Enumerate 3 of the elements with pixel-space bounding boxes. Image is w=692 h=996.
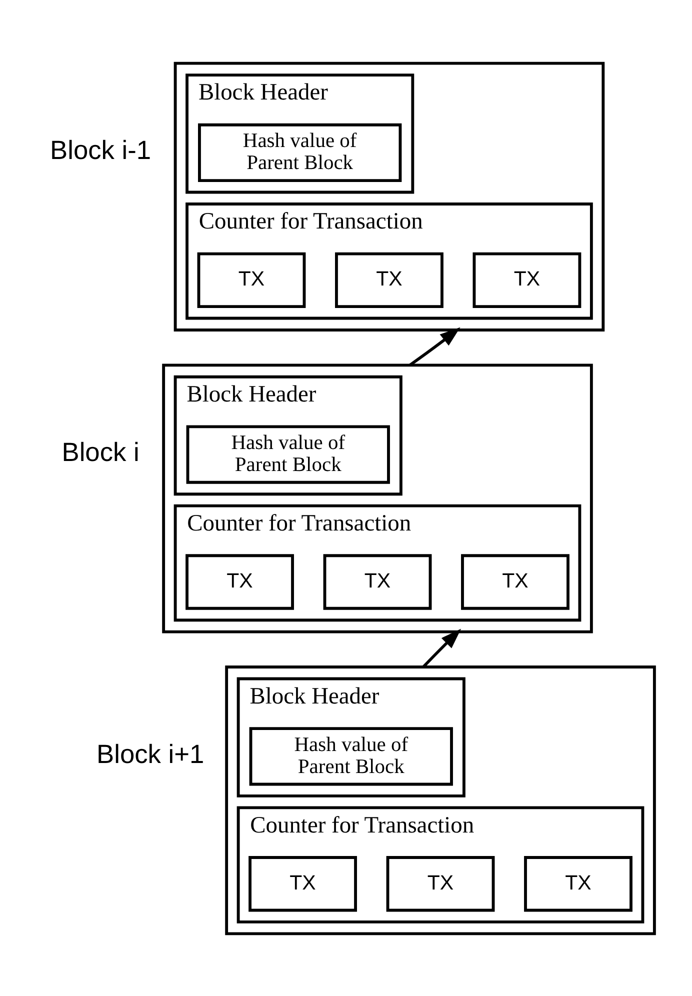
node-label: Block i-1 <box>50 134 152 165</box>
node-label: Block i+1 <box>96 738 204 768</box>
node-label: Block i <box>62 436 140 466</box>
